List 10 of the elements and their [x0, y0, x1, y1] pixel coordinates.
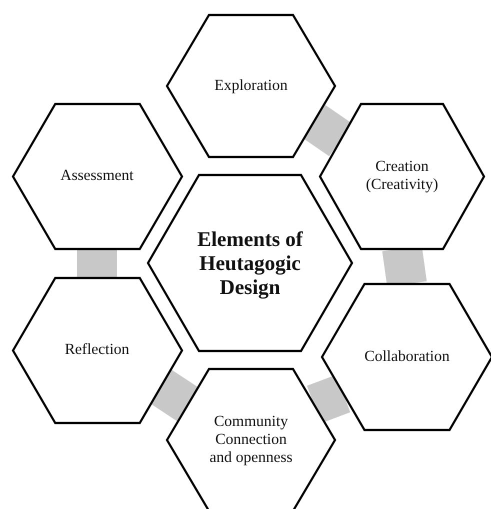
- connector-band: [77, 248, 117, 278]
- hexagon-label: Community Connection and openness: [208, 413, 294, 467]
- hexagon-label: Reflection: [64, 341, 130, 359]
- connector-band: [306, 374, 350, 424]
- hexagon-label: Collaboration: [364, 348, 450, 366]
- hexagon-label: Exploration: [214, 77, 288, 95]
- central-title: Elements of Heutagogic Design: [196, 226, 304, 300]
- hexagon-label: Creation (Creativity): [364, 158, 440, 194]
- hexagon-label: Assessment: [60, 167, 134, 185]
- connector-band: [149, 370, 200, 422]
